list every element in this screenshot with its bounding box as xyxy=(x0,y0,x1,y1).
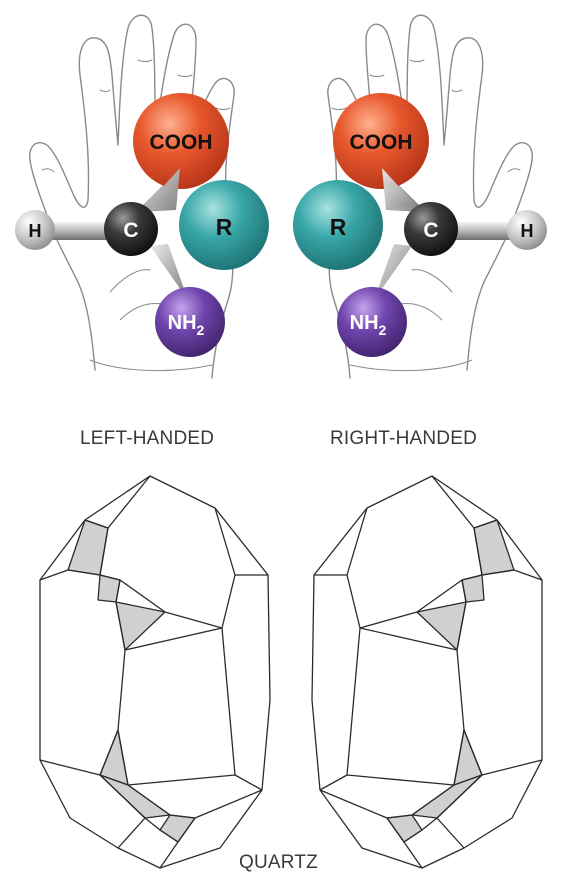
right-r-label: R xyxy=(330,214,347,240)
right-cooh-label: COOH xyxy=(350,131,413,154)
right-molecule: COOH R C H NH2 xyxy=(293,93,547,357)
right-handed-caption: RIGHT-HANDED xyxy=(330,428,477,450)
quartz-caption: QUARTZ xyxy=(236,852,321,874)
right-hydrogen-label: H xyxy=(521,221,534,241)
left-molecule: COOH R C H NH2 xyxy=(15,93,269,357)
left-quartz-crystal xyxy=(40,476,270,868)
left-carbon-label: C xyxy=(123,219,138,242)
left-r-label: R xyxy=(216,214,233,240)
right-crystal-shaded-face xyxy=(387,815,422,842)
left-cooh-label: COOH xyxy=(150,131,213,154)
left-crystal-shaded-face xyxy=(160,815,195,842)
left-handed-caption: LEFT-HANDED xyxy=(80,428,214,450)
right-quartz-crystal xyxy=(312,476,542,868)
left-hydrogen-label: H xyxy=(29,221,42,241)
right-carbon-label: C xyxy=(423,219,438,242)
